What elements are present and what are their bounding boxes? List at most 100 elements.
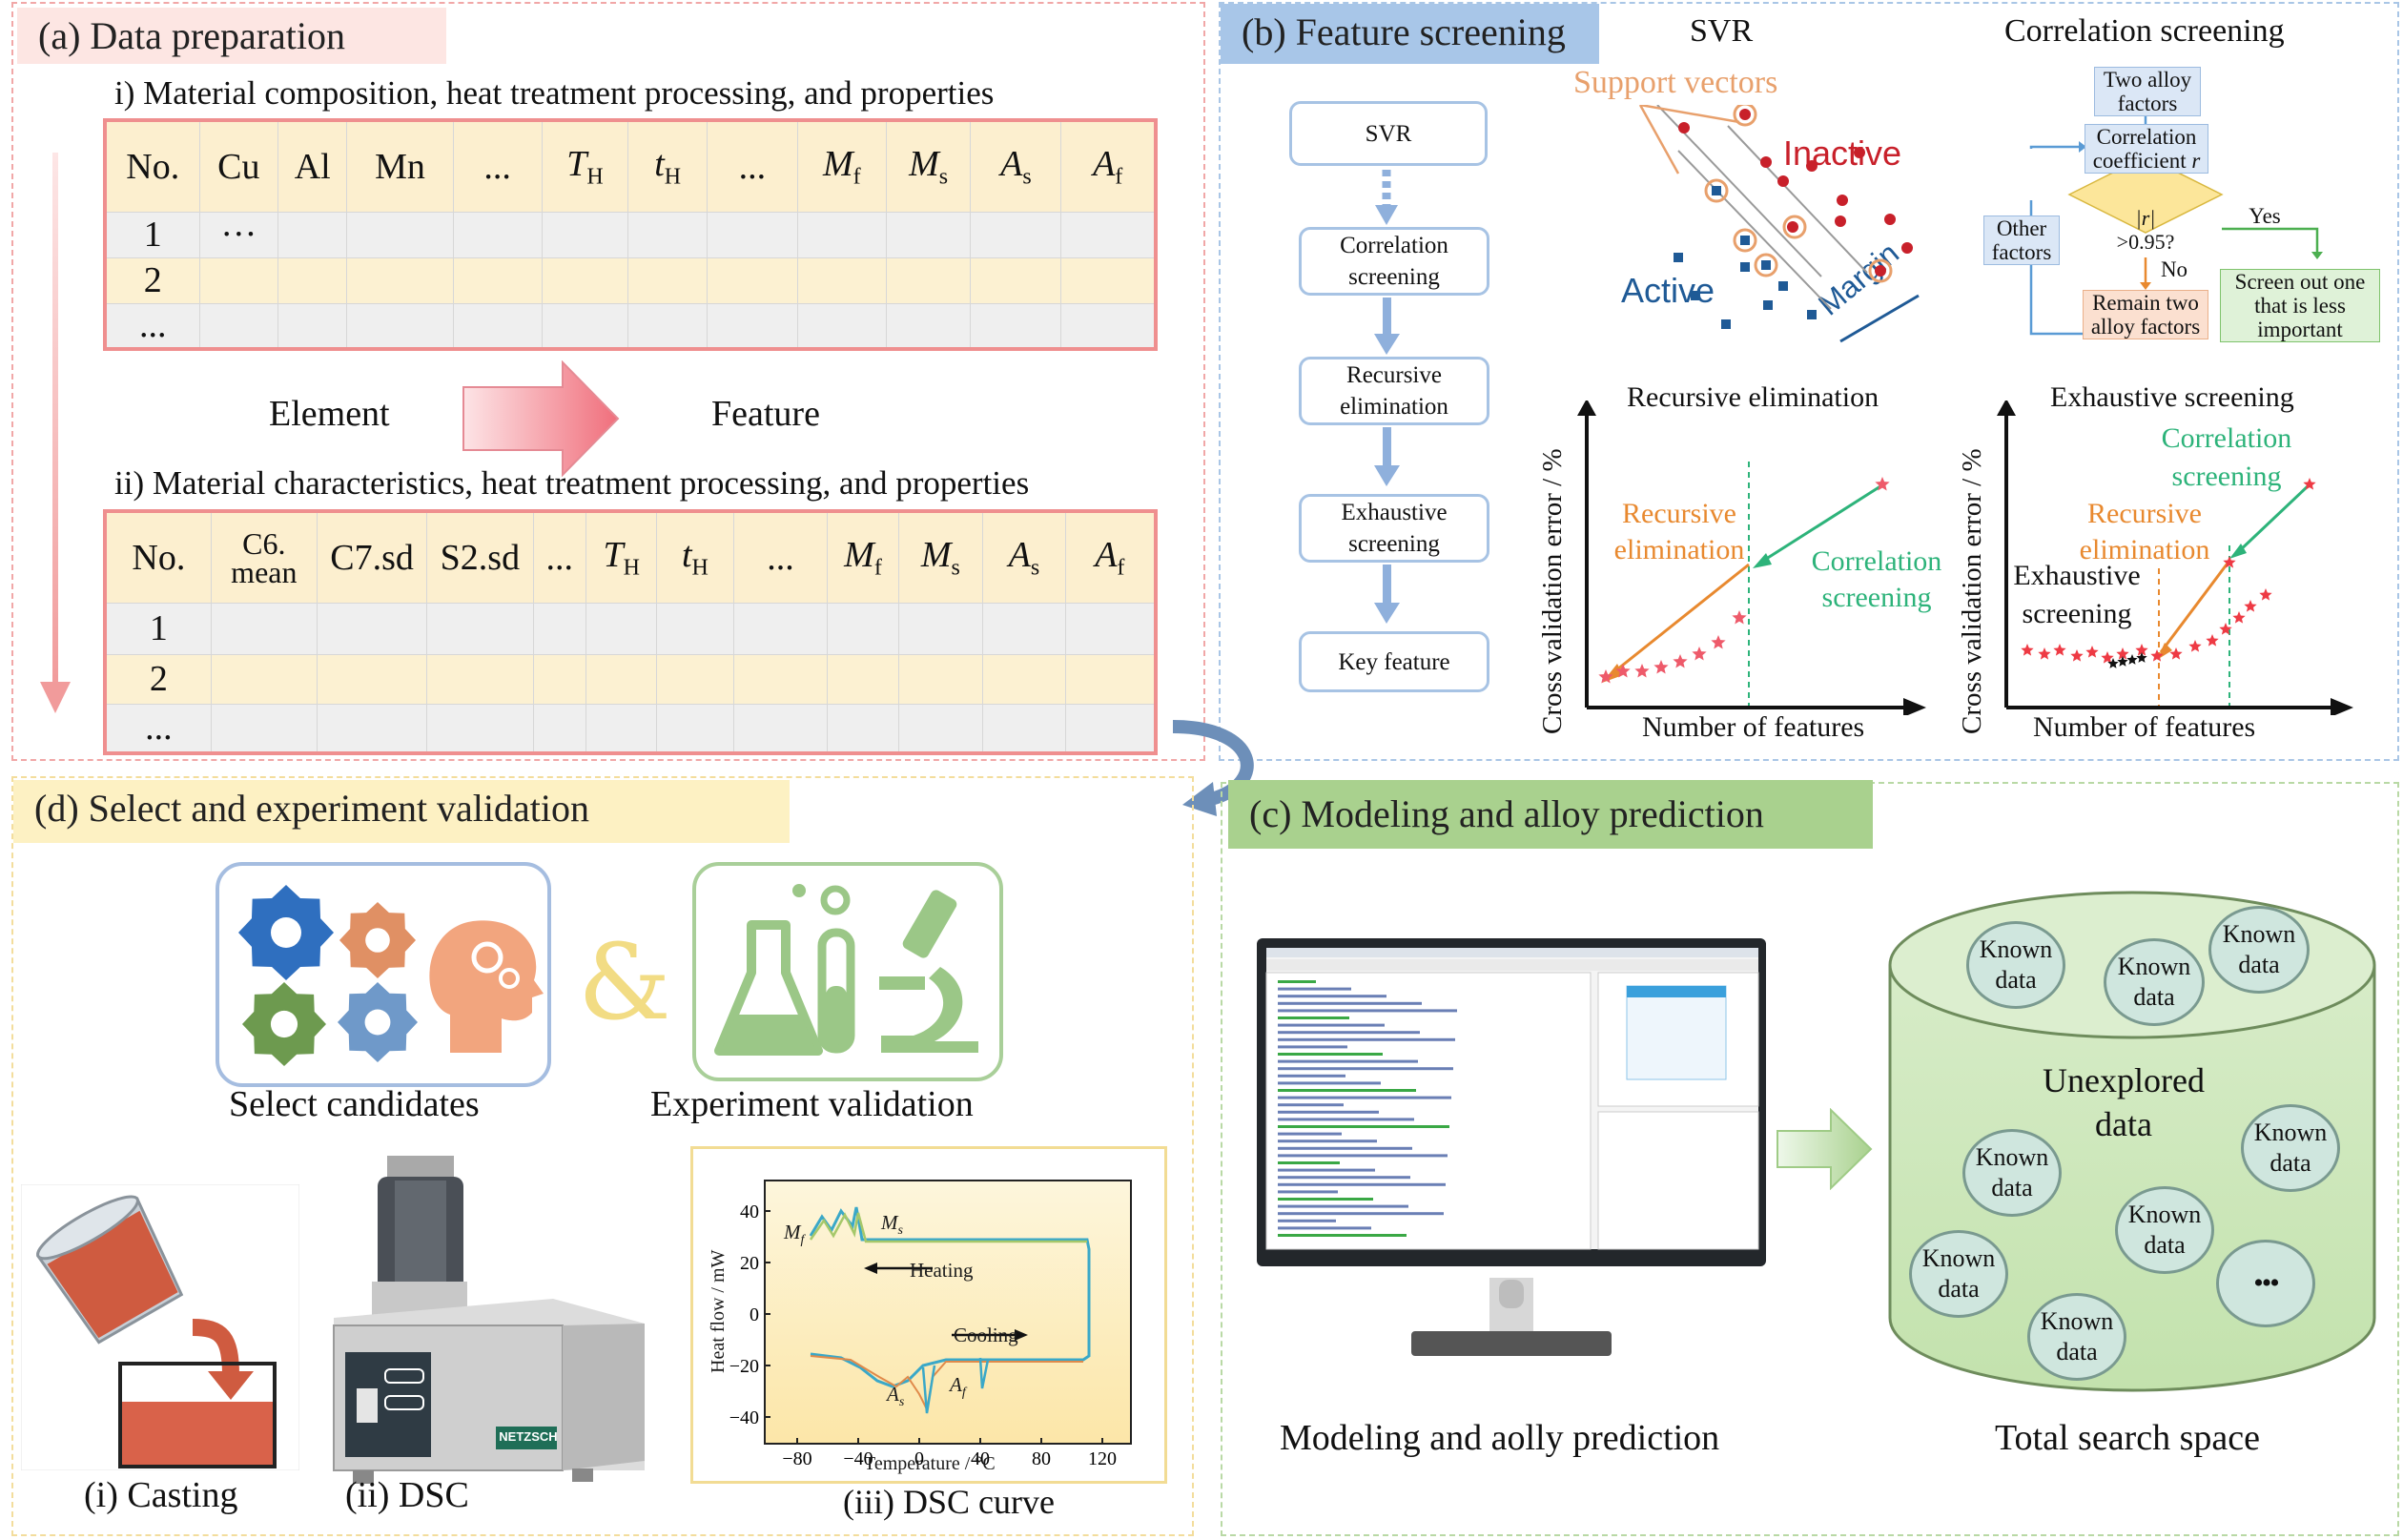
table-header-cell: ... [452,119,543,213]
table-cell [316,602,428,655]
remain-factors-box: Remain two alloy factors [2083,290,2208,339]
table-cell [827,703,899,754]
table-cell [1064,602,1157,655]
panel-a-title: (a) Data preparation [17,8,446,64]
code-line [1278,1074,1345,1078]
inactive-point [1777,175,1789,187]
y-tick-label: −20 [729,1356,759,1377]
code-line [1278,1161,1340,1164]
code-line [1278,1031,1420,1035]
panel-c-title: (c) Modeling and alloy prediction [1228,780,1873,849]
code-line [1278,1081,1381,1085]
table-cell [346,257,454,304]
table-cell [426,703,534,754]
other-factors-box: Other factors [1983,216,2060,265]
right-arrow-icon [1777,1108,1873,1190]
code-line [1278,1103,1344,1107]
casting-caption: (i) Casting [84,1475,238,1515]
table-cell [426,602,534,655]
screen-out-box: Screen out one that is less important [2220,269,2380,342]
rec-chart-rec-label: Recursive elimination [1613,498,1745,565]
ms-sub: s [897,1223,903,1239]
table-cell [796,211,887,258]
table-header-cell: Ms [885,119,972,213]
table-cell [541,211,629,258]
table-cell [532,602,587,655]
table-header-cell: Af [1064,510,1157,604]
table-header-cell: No. [104,119,200,213]
table-cell [706,302,798,350]
af-letter: A [950,1373,962,1396]
code-line [1278,1125,1449,1128]
flow-correlation-screening: Correlation screening [1299,227,1489,296]
table-cell [585,703,658,754]
as-letter: A [887,1383,899,1406]
table-cell [970,211,1062,258]
data-star [2021,644,2034,656]
code-line [1278,1037,1455,1041]
flow-svr: SVR [1289,101,1488,166]
table-cell [970,257,1062,304]
table-cell: 2 [104,653,212,705]
table-cell: ... [104,703,212,754]
code-line [1278,1110,1379,1114]
svr-title: SVR [1690,13,1754,49]
active-point [1807,310,1817,319]
element-label: Element [269,394,390,434]
active-point [1712,186,1721,195]
code-line [1278,1045,1347,1049]
table-cell: ... [104,302,200,350]
data-star [2135,644,2148,656]
table-header-cell: Al [277,119,348,213]
table-cell [1064,703,1157,754]
table-cell [316,653,428,705]
support-vector-ring [1782,215,1807,239]
correlation-title: Correlation screening [2004,13,2285,49]
data-star [1673,654,1688,668]
table-header-cell: C7.sd [316,510,428,604]
support-vector-ring [1733,105,1757,127]
support-vector-ring [1754,253,1778,277]
table-cell [346,302,454,350]
table-cell: 2 [104,257,200,304]
data-star [2107,658,2119,668]
known-data-bubble: Known data [2241,1104,2340,1192]
gear-hole [364,1009,391,1036]
corr-r-symbol: r [2191,149,2201,173]
exh-chart-corr-label: Correlation screening [2161,422,2292,492]
dsc-ylabel: Heat flow / mW [708,1249,729,1373]
code-line [1278,980,1316,983]
code-line [1278,1234,1407,1237]
data-star [1711,635,1726,649]
table-cell [706,211,798,258]
table-cell [532,653,587,705]
table-header-cell: TH [541,119,629,213]
code-line [1278,1219,1336,1222]
dsc-cooling-label: Cooling [954,1324,1018,1346]
support-vector-ring [1704,178,1729,203]
data-star [2117,656,2128,667]
code-line [1278,1059,1418,1063]
table-header-cell: No. [104,510,212,604]
data-star [2219,623,2232,635]
inactive-label: Inactive [1783,133,1902,173]
data-star [2101,651,2114,664]
inactive-point [1884,214,1896,225]
table-cell [277,257,348,304]
active-point [1761,260,1771,270]
cond-threshold: >0.95? [2116,230,2175,254]
casting-illustration [21,1184,299,1470]
table-cell [970,302,1062,350]
no-label: No [2160,257,2188,281]
data-star [2206,634,2219,647]
unexplored-data-label: Unexplored data [2043,1061,2205,1143]
table-cell [656,703,734,754]
rec-chart-xlabel: Number of features [1642,711,1865,743]
dsc-as-label: As [887,1383,904,1410]
data-star [2038,647,2051,660]
table1-caption: i) Material composition, heat treatment … [114,74,995,112]
x-tick-label: −40 [843,1448,873,1469]
rec-chart-title: Recursive elimination [1627,381,1879,413]
panel-d-title: (d) Select and experiment validation [13,780,790,843]
